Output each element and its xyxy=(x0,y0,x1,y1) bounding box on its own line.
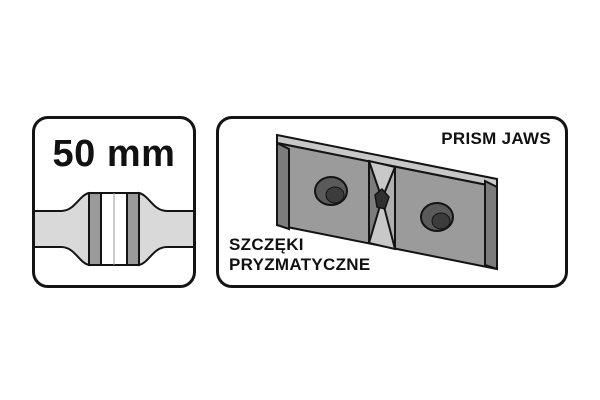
polish-label-line2: PRYZMATYCZNE xyxy=(229,255,371,275)
polish-label: SZCZĘKI PRYZMATYCZNE xyxy=(229,235,370,275)
jaw-left-bevel xyxy=(276,141,290,231)
right-screw-hole-inner xyxy=(431,212,451,230)
jaw-width-label: 50 mm xyxy=(52,133,176,175)
left-rod xyxy=(35,191,90,267)
right-jaw-plate xyxy=(126,192,140,266)
polish-label-line1: SZCZĘKI xyxy=(229,235,304,254)
right-rod xyxy=(138,191,193,267)
left-jaw-plate xyxy=(88,192,102,266)
left-screw-hole-inner xyxy=(325,186,345,204)
jaw-width-illustration xyxy=(35,191,193,267)
jaw-width-panel: 50 mm xyxy=(32,116,196,288)
prism-groove-right xyxy=(380,166,396,250)
prism-jaws-panel: PRISM JAWS SZCZĘKI PRYZMATYCZNE xyxy=(216,116,568,288)
prism-center-notch xyxy=(374,187,390,210)
prism-jaw-illustration xyxy=(276,133,498,271)
jaw-right-bevel xyxy=(484,179,498,271)
prism-jaws-label: PRISM JAWS xyxy=(441,129,551,148)
